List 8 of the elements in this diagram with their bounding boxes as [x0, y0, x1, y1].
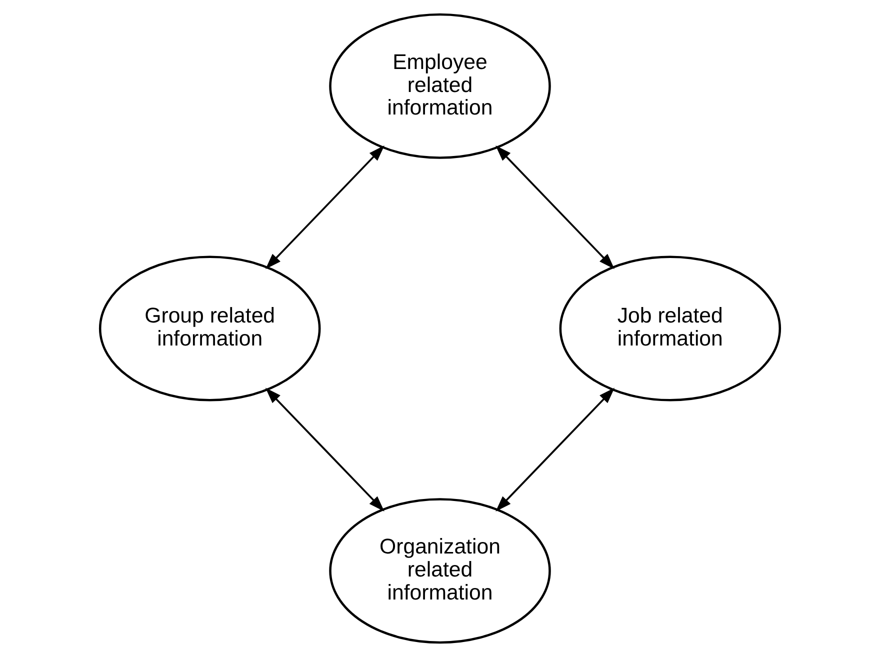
- arrow: [496, 388, 615, 512]
- node-ellipse: Job related information: [559, 256, 782, 402]
- node-ellipse: Group related information: [98, 256, 321, 402]
- node-ellipse: Employee related information: [329, 13, 551, 159]
- arrow: [265, 145, 384, 270]
- arrow: [496, 145, 615, 270]
- arrow: [265, 388, 384, 512]
- node-ellipse: Organization related information: [329, 498, 551, 644]
